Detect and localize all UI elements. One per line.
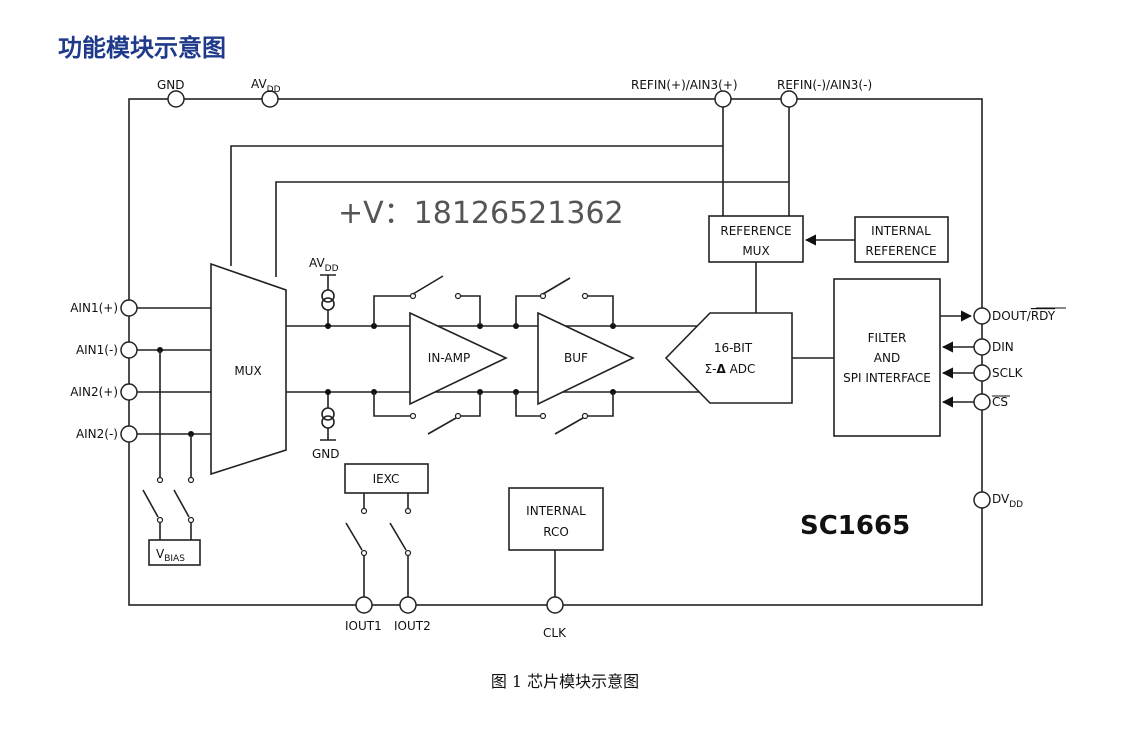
iexc-label: IEXC	[373, 472, 400, 486]
refin-pos-pin	[714, 90, 732, 108]
adc-label-line2: Σ-Δ ADC	[705, 362, 756, 376]
iout1-label: IOUT1	[345, 619, 382, 633]
rco-line1: INTERNAL	[526, 504, 586, 518]
filter-spi-block	[833, 278, 941, 437]
refin-neg-pin	[780, 90, 798, 108]
ain1-neg-pin	[120, 341, 138, 359]
internal-reference-line1: INTERNAL	[871, 224, 931, 238]
ain1-pos-pin	[120, 299, 138, 317]
internal-reference-block	[854, 216, 949, 263]
internal-reference-line2: REFERENCE	[865, 244, 936, 258]
ain2-pos-label: AIN2(+)	[70, 385, 118, 399]
ain-return-line-2	[275, 181, 789, 277]
mux-block	[210, 262, 287, 476]
page-heading: 功能模块示意图	[58, 33, 226, 62]
refin-pos-label: REFIN(+)/AIN3(+)	[631, 78, 738, 92]
ain-return-line-1	[230, 145, 723, 266]
buf-label: BUF	[564, 351, 588, 365]
buf-block	[537, 311, 635, 406]
refin-neg-label: REFIN(-)/AIN3(-)	[777, 78, 872, 92]
ain2-pos-pin	[120, 383, 138, 401]
ain1-neg-label: AIN1(-)	[76, 343, 118, 357]
ain2-neg-label: AIN2(-)	[76, 427, 118, 441]
iout2-label: IOUT2	[394, 619, 431, 633]
gnd-pin	[167, 90, 185, 108]
clk-pin	[546, 596, 564, 614]
dvdd-label: DVDD	[992, 492, 1023, 510]
iout2-pin	[399, 596, 417, 614]
ain2-neg-pin	[120, 425, 138, 443]
vbias-wires	[159, 350, 192, 478]
vbias-label: VBIAS	[156, 547, 185, 564]
avdd-pin	[261, 90, 279, 108]
iexc-block	[344, 463, 429, 494]
in-amp-block	[409, 311, 508, 406]
filter-line1: FILTER	[868, 331, 907, 345]
clk-label: CLK	[543, 626, 567, 640]
filter-line2: AND	[874, 351, 900, 365]
vbias-block	[148, 539, 201, 566]
dout-label: DOUT/RDY	[992, 309, 1056, 323]
sclk-label: SCLK	[992, 366, 1024, 380]
watermark-text: +V：18126521362	[338, 196, 624, 231]
dout-pin	[973, 307, 991, 325]
cs-label: CS	[992, 395, 1008, 409]
reference-mux-line2: MUX	[742, 244, 769, 258]
ain1-pos-label: AIN1(+)	[70, 301, 118, 315]
iout1-pin	[355, 596, 373, 614]
adc-label-line1: 16-BIT	[714, 341, 753, 355]
left-pins: AIN1(+) AIN1(-) AIN2(+) AIN2(-)	[70, 299, 138, 443]
internal-avdd-label: AVDD	[309, 256, 339, 274]
mux-label: MUX	[234, 364, 261, 378]
figure-caption: 图 1 芯片模块示意图	[490, 672, 640, 691]
cs-pin	[973, 393, 991, 411]
adc-block	[664, 312, 793, 404]
din-label: DIN	[992, 340, 1014, 354]
filter-line3: SPI INTERFACE	[843, 371, 931, 385]
reference-mux-block	[708, 215, 804, 263]
ain-to-mux-lines	[137, 307, 211, 435]
reference-mux-line1: REFERENCE	[720, 224, 791, 238]
in-amp-label: IN-AMP	[428, 351, 470, 365]
sclk-pin	[973, 364, 991, 382]
rco-line2: RCO	[543, 525, 569, 539]
avdd-pin-label: AVDD	[251, 77, 281, 95]
dvdd-pin	[973, 491, 991, 509]
internal-rco-block	[508, 487, 604, 551]
part-number: SC1665	[800, 511, 910, 541]
din-pin	[973, 338, 991, 356]
internal-gnd-label: GND	[312, 447, 340, 461]
gnd-pin-label: GND	[157, 78, 185, 92]
vbias-switch-arms	[142, 489, 190, 518]
